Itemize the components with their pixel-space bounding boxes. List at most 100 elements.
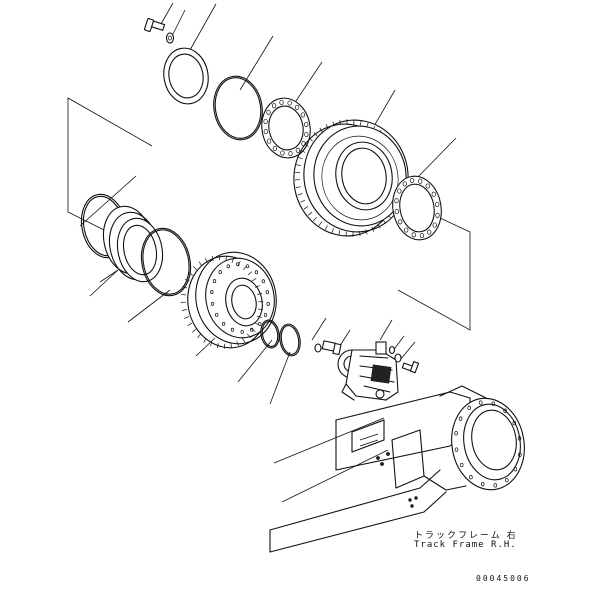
bearing-hole [427, 229, 432, 235]
bearing-hole [398, 219, 403, 225]
o-ring-small-2 [279, 323, 301, 357]
spline-tooth [180, 293, 186, 296]
frame-hole [469, 475, 473, 480]
gear-tooth [303, 206, 309, 210]
gear-tooth [307, 211, 313, 216]
frame-hole [518, 452, 522, 457]
carrier-hole [266, 301, 270, 306]
spline-tooth [191, 328, 197, 333]
o-ring-large [213, 75, 263, 141]
spline-tooth [246, 333, 251, 338]
cover-plate [163, 47, 209, 105]
frame-mount-holes [454, 400, 522, 488]
frame-hole [454, 447, 459, 452]
bearing-hole [272, 146, 278, 152]
spline-tooth [203, 338, 207, 343]
gear-tooth [297, 193, 303, 196]
spline-tooth [257, 293, 263, 295]
gear-tooth [332, 121, 335, 127]
bearing-hole [263, 129, 268, 135]
gear-tooth [313, 132, 318, 137]
bearing-hole [287, 100, 292, 106]
spindle-carrier [180, 251, 277, 349]
o-ring-left [140, 227, 192, 297]
bearing-hole [266, 138, 272, 144]
bearing-hole [431, 191, 436, 197]
carrier-hole [226, 264, 230, 269]
spline-tooth [241, 337, 246, 343]
spline-tooth [256, 315, 262, 318]
bearing-hole [271, 103, 277, 109]
gear-tooth [371, 226, 375, 232]
carrier-hole [221, 321, 226, 326]
plug-fitting [314, 340, 342, 356]
gear-tooth [365, 229, 368, 235]
carrier-hole [210, 290, 214, 295]
gear-tooth [304, 143, 309, 147]
washer-small [394, 353, 402, 363]
frame-hole [467, 405, 471, 411]
frame-hole [512, 420, 517, 426]
gear-tooth [297, 156, 303, 160]
frame-hole [454, 431, 458, 436]
spline-tooth [197, 333, 201, 339]
bearing-holes-right [394, 177, 440, 239]
carrier-hole [230, 327, 235, 332]
bearing-hole [394, 198, 399, 204]
spline-tooth [258, 308, 264, 311]
spline-tooth [231, 257, 234, 263]
gear-tooth [359, 231, 361, 237]
spline-tooth [184, 316, 189, 319]
bearing-hole [394, 209, 399, 215]
gear-tooth [308, 137, 313, 142]
gear-tooth [339, 119, 341, 125]
bearing-hole [263, 118, 268, 125]
floating-seal-set [102, 205, 164, 283]
leader-lines [67, 2, 471, 503]
frame-hole [503, 408, 507, 413]
bearing-hole [409, 177, 415, 183]
ring-gear-hub [293, 119, 409, 237]
bearing-hole [435, 212, 440, 218]
gear-tooth [324, 225, 328, 231]
carrier-hole [265, 290, 270, 295]
spline-tooth [193, 266, 198, 271]
gear-tooth [338, 230, 341, 236]
carrier-bolt-holes [210, 262, 270, 334]
bearing-hole [435, 201, 440, 207]
spline-tooth [181, 309, 187, 311]
gear-tooth [319, 127, 323, 133]
carrier-hole [240, 329, 244, 334]
pin-part [388, 345, 396, 355]
carrier-hole [215, 312, 219, 317]
gear-tooth [377, 223, 381, 229]
bearing-hole [279, 99, 284, 105]
spline-tooth [255, 285, 260, 288]
bearing-hole [304, 121, 309, 127]
carrier-hole [263, 312, 268, 317]
track-frame-label-en: Track Frame R.H. [414, 540, 517, 550]
carrier-hole [218, 270, 222, 275]
track-frame [269, 385, 525, 553]
frame-hole [517, 436, 522, 441]
spline-tooth [225, 255, 227, 261]
spline-tooth [205, 258, 208, 263]
bearing-hole [432, 222, 437, 228]
drawing-code: 00045006 [476, 574, 531, 583]
gear-tooth [300, 149, 306, 153]
bolt-small [401, 360, 420, 374]
bearing-hole [402, 181, 407, 187]
bearing-hole [300, 112, 306, 118]
travel-motor [337, 341, 399, 401]
gear-tooth [331, 228, 334, 234]
carrier-hole [254, 270, 259, 275]
bearing-hole [419, 233, 425, 239]
gear-tooth [359, 120, 362, 126]
bolt-part [144, 18, 166, 32]
bearing-hole [266, 109, 271, 115]
frame-hole [459, 462, 464, 468]
spline-tooth [210, 341, 213, 347]
bearing-holes [263, 99, 309, 157]
bearing-hole [280, 150, 285, 156]
